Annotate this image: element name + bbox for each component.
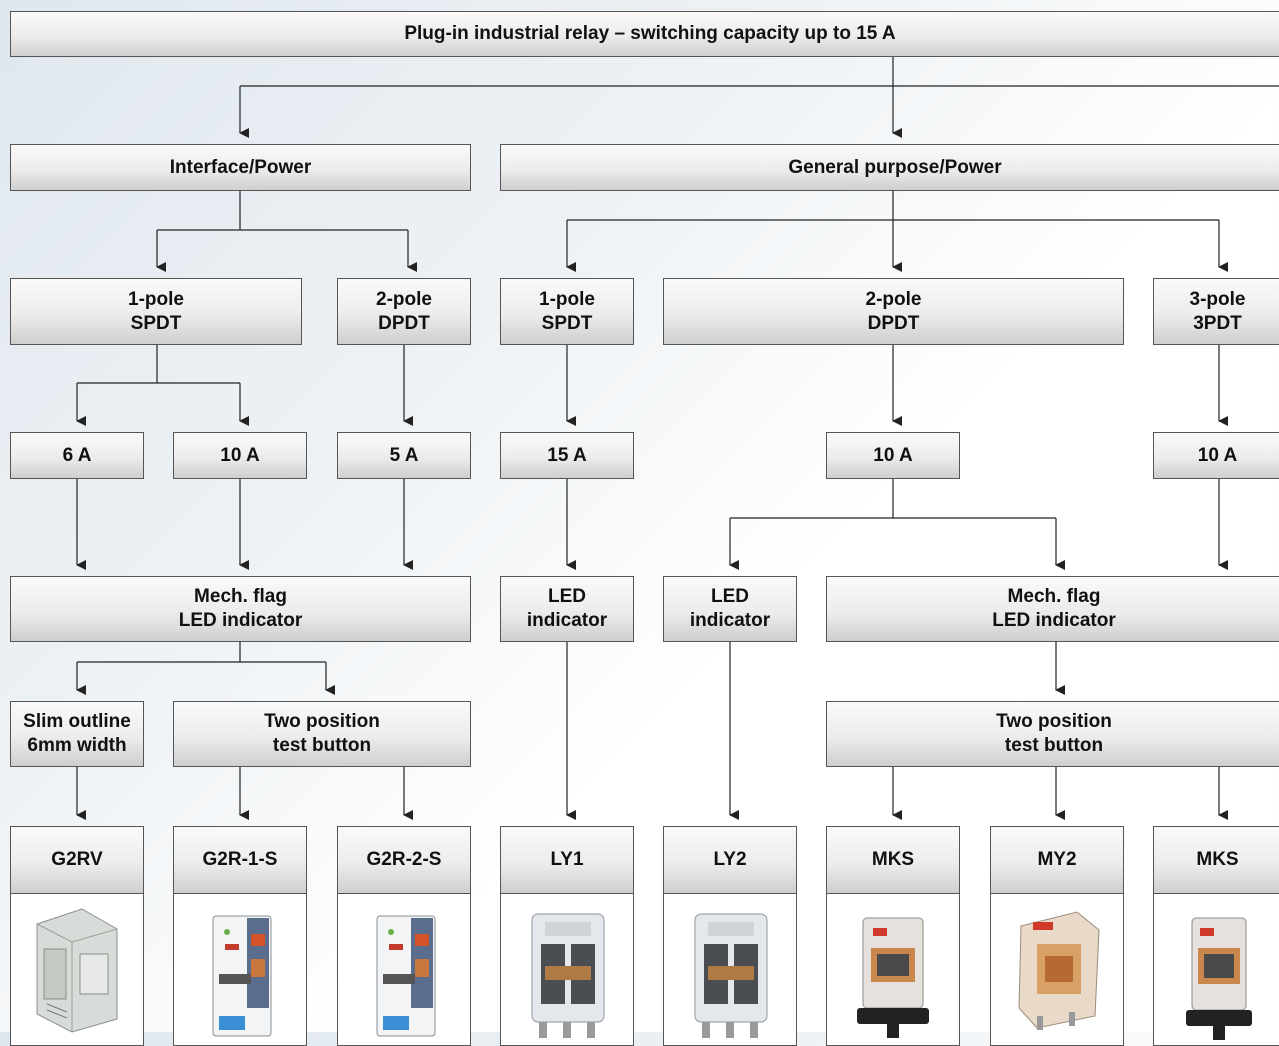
current-box-10a-dpdt: 10 A <box>826 432 960 479</box>
category-label: General purpose/Power <box>788 156 1002 178</box>
round-relay-icon <box>1154 894 1279 1045</box>
feature-box-led-ly2: LED indicator <box>663 576 797 642</box>
product-name: G2R-2-S <box>338 827 470 894</box>
product-card-mks-3pdt[interactable]: MKS <box>1153 826 1279 1046</box>
feature-box-mech-flag-right: Mech. flag LED indicator <box>826 576 1279 642</box>
current-label: 5 A <box>389 444 419 466</box>
current-box-10a-3pdt: 10 A <box>1153 432 1279 479</box>
product-name: MY2 <box>991 827 1123 894</box>
pole-box-general-1pole: 1-pole SPDT <box>500 278 634 345</box>
product-card-g2r-2-s[interactable]: G2R-2-S <box>337 826 471 1046</box>
pole-box-general-3pole: 3-pole 3PDT <box>1153 278 1279 345</box>
feature-line-1: LED <box>711 586 749 607</box>
pole-box-interface-2pole: 2-pole DPDT <box>337 278 471 345</box>
product-card-ly2[interactable]: LY2 <box>663 826 797 1046</box>
feature-line-1: Two position <box>264 711 380 732</box>
product-name: MKS <box>827 827 959 894</box>
feature-box-led-ly1: LED indicator <box>500 576 634 642</box>
product-card-mks[interactable]: MKS <box>826 826 960 1046</box>
product-card-g2r-1-s[interactable]: G2R-1-S <box>173 826 307 1046</box>
current-box-15a: 15 A <box>500 432 634 479</box>
slim-relay-icon <box>174 894 306 1045</box>
feature-line-2: 6mm width <box>27 735 127 756</box>
feature-line-2: test button <box>272 735 372 756</box>
feature-line-1: LED <box>548 586 586 607</box>
feature-line-2: LED indicator <box>178 610 303 631</box>
round-relay-icon <box>827 894 959 1045</box>
feature-box-test-button-left: Two position test button <box>173 701 471 767</box>
current-box-10a: 10 A <box>173 432 307 479</box>
clear-relay-icon <box>501 894 633 1045</box>
feature-line-1: Slim outline <box>23 711 131 732</box>
title-text: Plug-in industrial relay – switching cap… <box>404 23 896 44</box>
product-name: MKS <box>1154 827 1279 894</box>
feature-line-1: Mech. flag <box>194 586 287 607</box>
product-name: LY1 <box>501 827 633 894</box>
pole-box-general-2pole: 2-pole DPDT <box>663 278 1124 345</box>
din-rail-relay-icon <box>11 894 143 1045</box>
pole-type: 3PDT <box>1193 312 1242 334</box>
current-label: 6 A <box>62 444 92 466</box>
current-label: 15 A <box>547 444 587 466</box>
amber-relay-icon <box>991 894 1123 1045</box>
feature-box-test-button-right: Two position test button <box>826 701 1279 767</box>
product-card-g2rv[interactable]: G2RV <box>10 826 144 1046</box>
pole-type: SPDT <box>541 312 593 334</box>
product-card-my2[interactable]: MY2 <box>990 826 1124 1046</box>
feature-line-2: test button <box>1004 735 1104 756</box>
current-label: 10 A <box>220 444 260 466</box>
product-card-ly1[interactable]: LY1 <box>500 826 634 1046</box>
pole-label: 2-pole <box>376 288 432 310</box>
product-name: G2RV <box>11 827 143 894</box>
category-label: Interface/Power <box>169 156 312 178</box>
product-name: LY2 <box>664 827 796 894</box>
title-box: Plug-in industrial relay – switching cap… <box>10 11 1279 57</box>
clear-relay-icon <box>664 894 796 1045</box>
feature-line-2: LED indicator <box>992 610 1116 631</box>
pole-box-interface-1pole: 1-pole SPDT <box>10 278 302 345</box>
current-label: 10 A <box>873 444 913 466</box>
category-general-purpose-power: General purpose/Power <box>500 144 1279 191</box>
feature-line-2: indicator <box>526 610 608 631</box>
pole-label: 2-pole <box>865 288 922 310</box>
feature-box-slim-outline: Slim outline 6mm width <box>10 701 144 767</box>
feature-line-1: Mech. flag <box>1007 586 1101 607</box>
category-interface-power: Interface/Power <box>10 144 471 191</box>
pole-type: DPDT <box>378 312 430 334</box>
pole-label: 3-pole <box>1189 288 1246 310</box>
current-box-5a: 5 A <box>337 432 471 479</box>
pole-type: SPDT <box>130 312 182 334</box>
slim-relay-icon <box>338 894 470 1045</box>
feature-line-1: Two position <box>996 711 1112 732</box>
feature-box-mech-flag-left: Mech. flag LED indicator <box>10 576 471 642</box>
product-name: G2R-1-S <box>174 827 306 894</box>
pole-label: 1-pole <box>128 288 184 310</box>
feature-line-2: indicator <box>689 610 771 631</box>
current-label: 10 A <box>1197 444 1238 466</box>
pole-type: DPDT <box>867 312 920 334</box>
pole-label: 1-pole <box>539 288 595 310</box>
current-box-6a: 6 A <box>10 432 144 479</box>
